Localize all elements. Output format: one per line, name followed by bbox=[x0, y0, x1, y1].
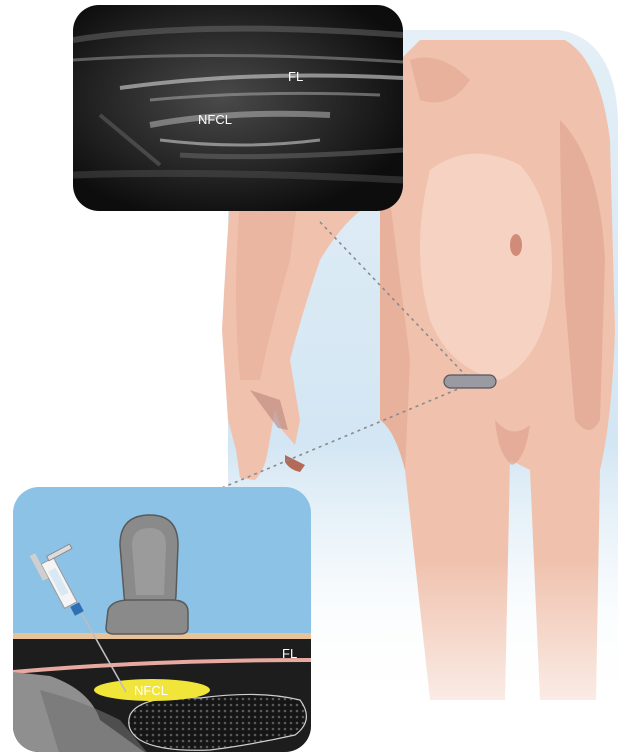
ultrasound-image: FL NFCL bbox=[73, 5, 403, 211]
cross-section-panel: NFCL FL bbox=[13, 487, 311, 756]
probe-position-marker bbox=[444, 375, 496, 388]
ultrasound-label-fl: FL bbox=[288, 69, 303, 84]
panel-label-fl: FL bbox=[282, 646, 297, 661]
ultrasound-label-nfcl: NFCL bbox=[198, 112, 232, 127]
panel-label-nfcl: NFCL bbox=[134, 683, 168, 698]
